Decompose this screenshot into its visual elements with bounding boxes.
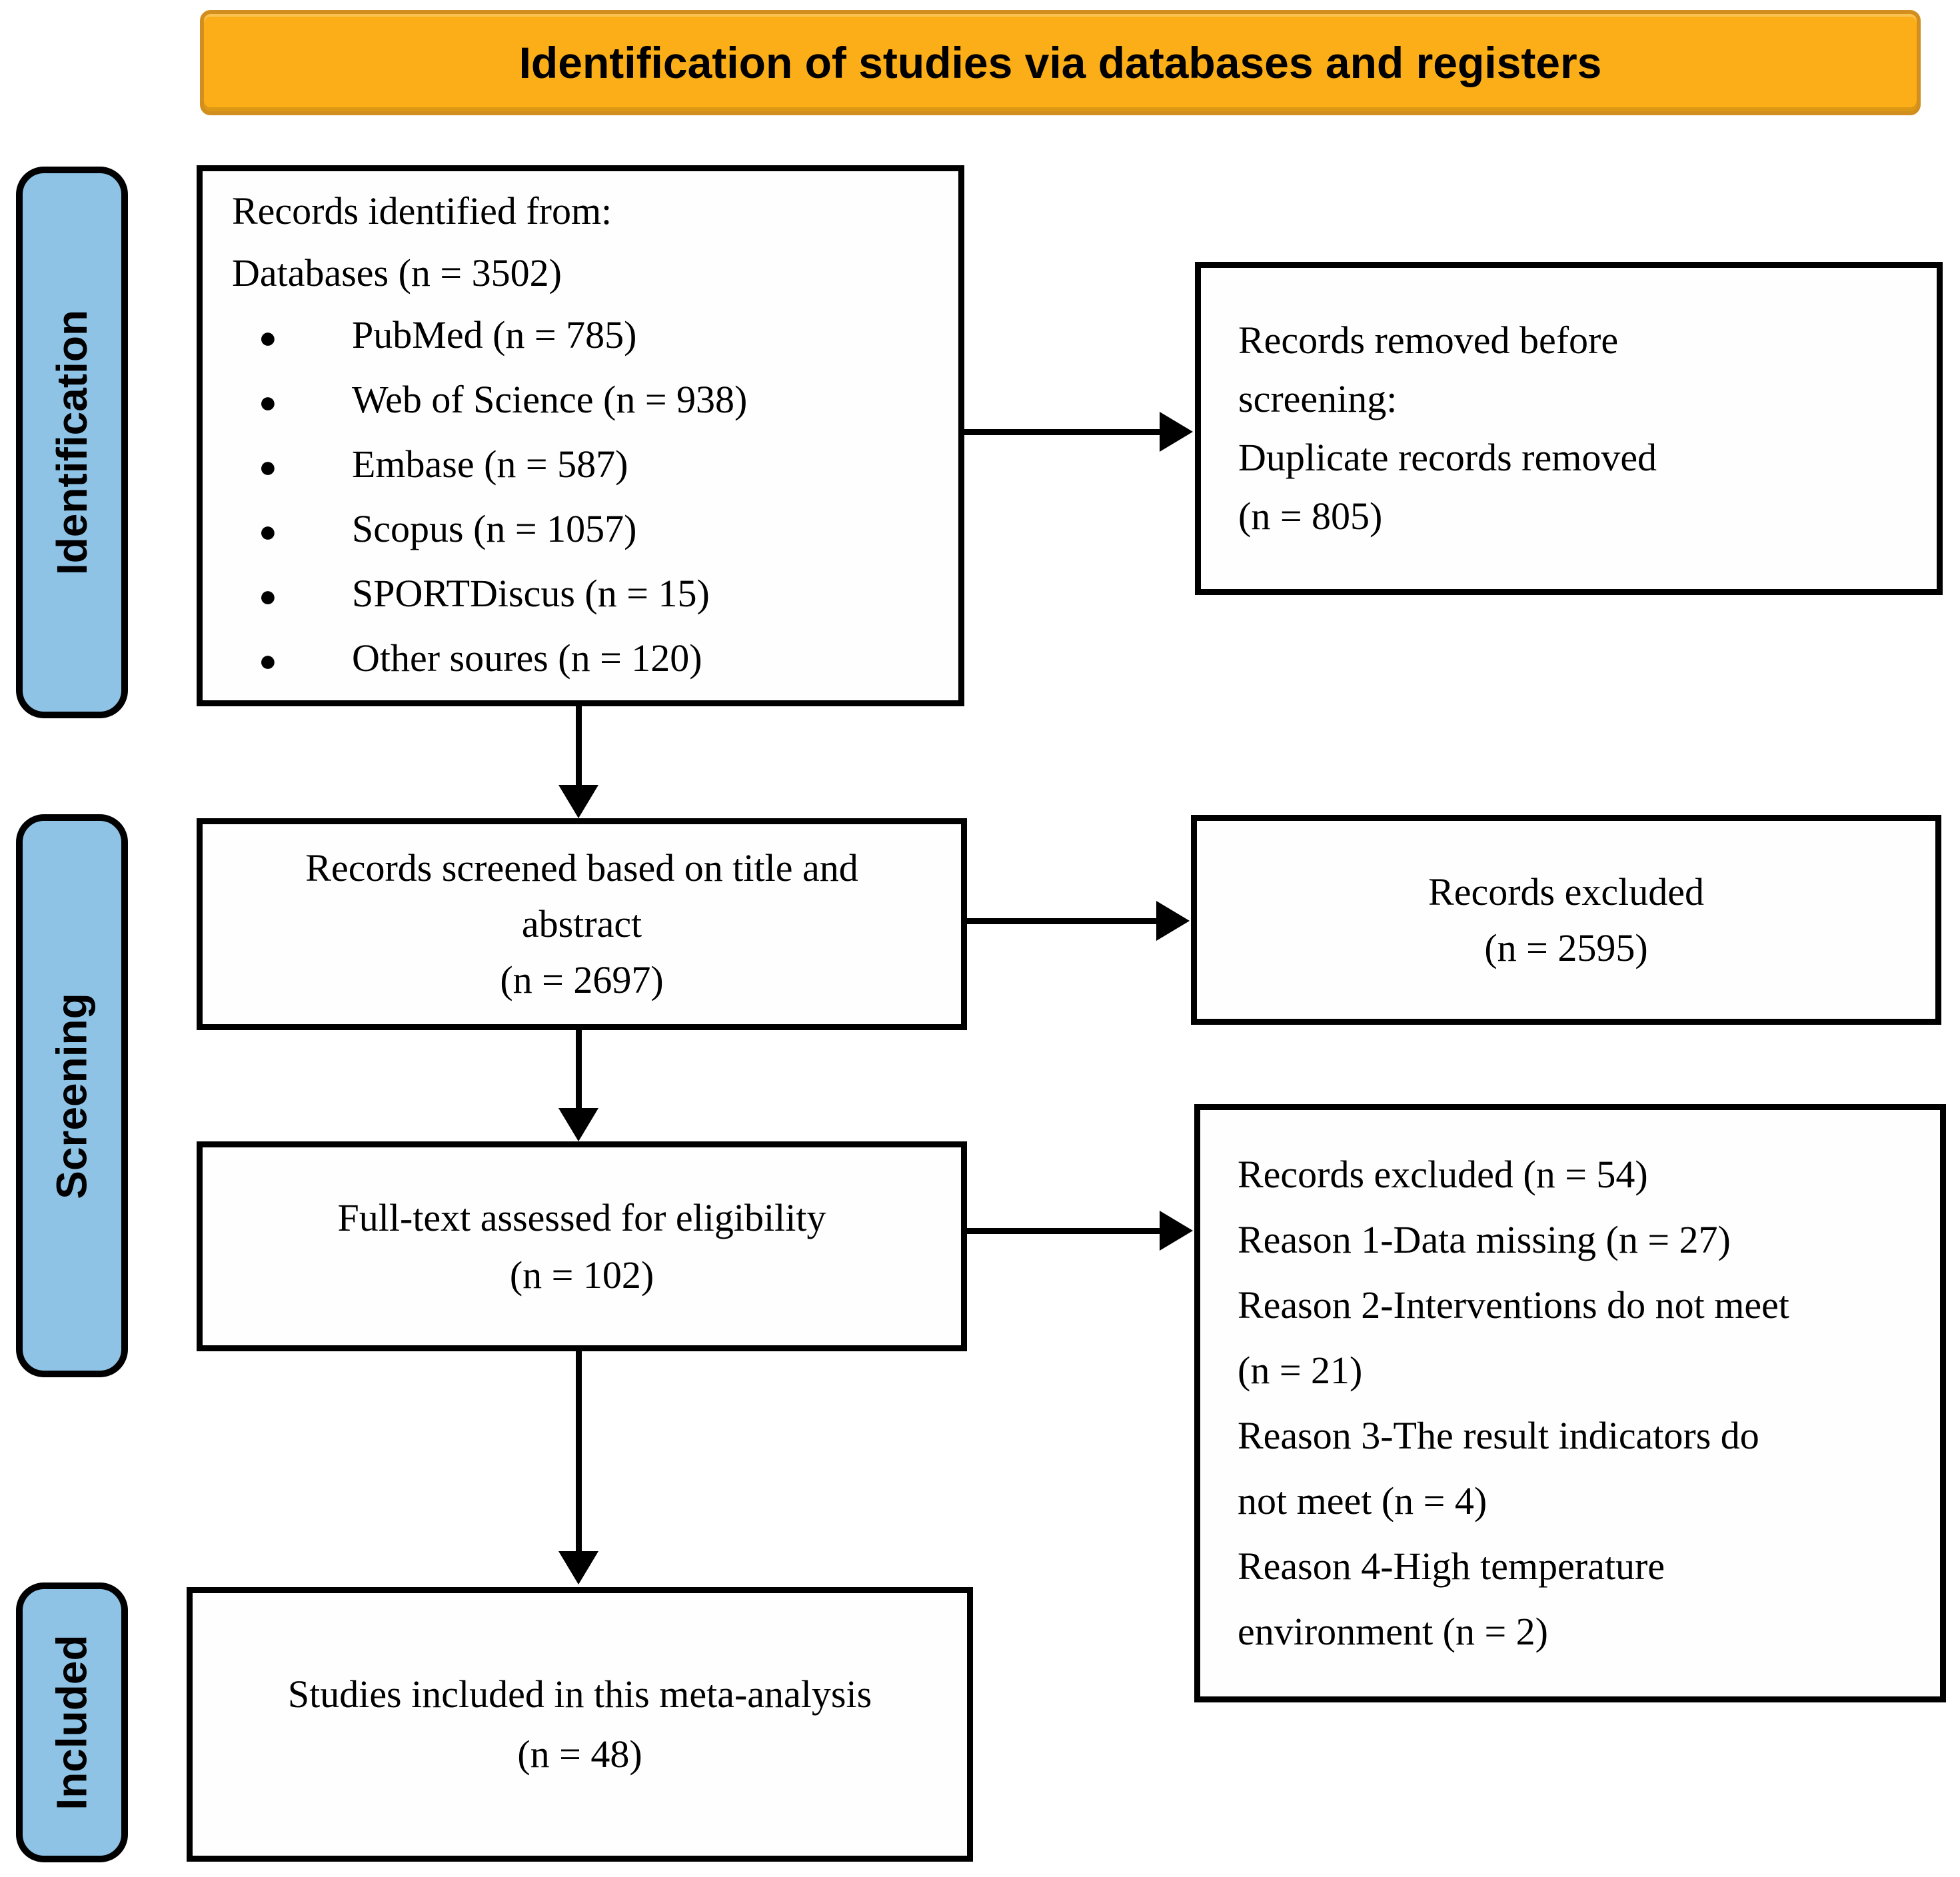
box-records-excluded: Records excluded (n = 2595) — [1191, 815, 1941, 1025]
source-item-embase: ● Embase (n = 587) — [232, 433, 628, 498]
stage-label-included: Included — [48, 1634, 96, 1810]
box-exclusion-reasons: Records excluded (n = 54) Reason 1-Data … — [1194, 1104, 1946, 1702]
bullet-icon: ● — [259, 385, 277, 419]
stage-tab-identification: Identification — [16, 167, 128, 718]
bullet-icon: ● — [259, 450, 277, 484]
bullet-icon: ● — [259, 579, 277, 613]
diagram-title: Identification of studies via databases … — [518, 38, 1602, 87]
title-banner: Identification of studies via databases … — [200, 10, 1921, 115]
bullet-icon: ● — [259, 514, 277, 548]
bullet-icon: ● — [259, 320, 277, 354]
source-item-other-sources: ● Other soures (n = 120) — [232, 627, 702, 692]
source-item-scopus: ● Scopus (n = 1057) — [232, 498, 636, 562]
stage-label-screening: Screening — [48, 992, 96, 1199]
box-records-removed: Records removed before screening: Duplic… — [1195, 262, 1943, 595]
stage-tab-screening: Screening — [16, 814, 128, 1377]
box-studies-included: Studies included in this meta-analysis (… — [187, 1587, 973, 1862]
source-item-pubmed: ● PubMed (n = 785) — [232, 304, 636, 368]
source-item-sportdiscus: ● SPORTDiscus (n = 15) — [232, 562, 710, 627]
source-item-web-of-science: ● Web of Science (n = 938) — [232, 368, 747, 433]
box-records-screened: Records screened based on title and abst… — [197, 818, 967, 1030]
stage-label-identification: Identification — [48, 309, 96, 576]
databases-total-line: Databases (n = 3502) — [232, 251, 562, 295]
bullet-icon: ● — [259, 644, 277, 678]
stage-tab-included: Included — [16, 1582, 128, 1862]
box-fulltext-assessed: Full-text assessed for eligibility (n = … — [197, 1141, 967, 1351]
records-identified-line: Records identified from: — [232, 189, 612, 233]
box-records-identified: Records identified from: Databases (n = … — [197, 165, 964, 706]
